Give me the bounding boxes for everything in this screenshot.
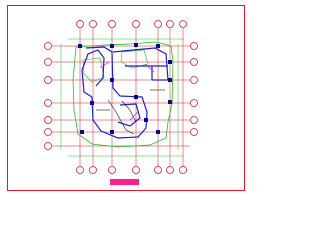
- axis-bubble: [179, 20, 187, 28]
- axis-bubble: [179, 166, 187, 174]
- axis-bubble: [190, 99, 198, 107]
- drawing-title-block: [110, 179, 139, 185]
- axis-bubble: [166, 166, 174, 174]
- axis-bubble: [76, 166, 84, 174]
- axis-bubble: [76, 20, 84, 28]
- left-axis-bubbles: [44, 42, 52, 150]
- annotation-lines: [99, 61, 155, 121]
- bottom-axis-bubbles: [76, 166, 187, 174]
- sheet-frame: [7, 5, 245, 191]
- axis-bubble: [44, 58, 52, 66]
- axis-bubble: [44, 99, 52, 107]
- drawing-title-bar: [110, 179, 139, 185]
- floor-plan-drawing: [7, 5, 245, 191]
- dimension-lines: [60, 38, 184, 157]
- axis-bubble: [132, 20, 140, 28]
- axis-bubble: [44, 128, 52, 136]
- axis-bubble: [154, 166, 162, 174]
- axis-bubble: [132, 166, 140, 174]
- axis-bubble: [190, 42, 198, 50]
- axis-bubble: [44, 116, 52, 124]
- axis-bubble: [44, 76, 52, 84]
- axis-bubble: [190, 116, 198, 124]
- axis-bubble: [44, 142, 52, 150]
- top-axis-bubbles: [76, 20, 187, 28]
- axis-bubble: [190, 76, 198, 84]
- axis-bubble: [44, 42, 52, 50]
- columns: [78, 43, 172, 134]
- slab-outline: [72, 41, 174, 148]
- axis-bubble: [108, 166, 116, 174]
- axis-bubble: [190, 58, 198, 66]
- axis-bubble: [154, 20, 162, 28]
- axis-bubble: [89, 166, 97, 174]
- axis-bubble: [108, 20, 116, 28]
- axis-bubble: [89, 20, 97, 28]
- detail-lines: [96, 89, 165, 135]
- axis-bubble: [166, 20, 174, 28]
- grid-lines: [52, 28, 190, 166]
- right-axis-bubbles: [190, 42, 198, 136]
- axis-bubble: [190, 128, 198, 136]
- walls: [81, 46, 169, 139]
